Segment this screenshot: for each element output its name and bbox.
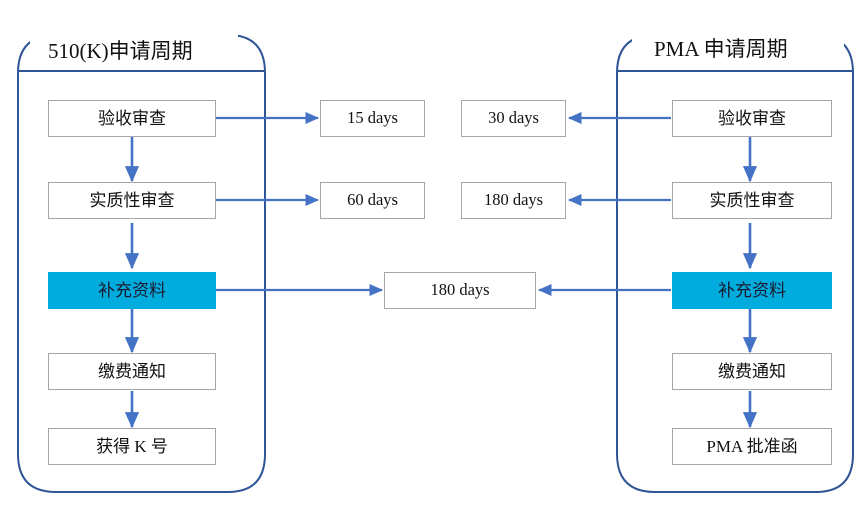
left-step-1[interactable]: 验收审查 bbox=[48, 100, 216, 137]
duration-right-30-days[interactable]: 30 days bbox=[461, 100, 566, 137]
duration-shared-180-days[interactable]: 180 days bbox=[384, 272, 536, 309]
duration-right-180-days[interactable]: 180 days bbox=[461, 182, 566, 219]
right-lane-title: PMA 申请周期 bbox=[632, 27, 844, 69]
right-step-3[interactable]: 补充资料 bbox=[672, 272, 832, 309]
duration-left-60-days[interactable]: 60 days bbox=[320, 182, 425, 219]
left-lane-title: 510(K)申请周期 bbox=[30, 30, 238, 70]
left-step-5[interactable]: 获得 K 号 bbox=[48, 428, 216, 465]
right-step-2[interactable]: 实质性审查 bbox=[672, 182, 832, 219]
duration-left-15-days[interactable]: 15 days bbox=[320, 100, 425, 137]
left-step-2[interactable]: 实质性审查 bbox=[48, 182, 216, 219]
right-step-4[interactable]: 缴费通知 bbox=[672, 353, 832, 390]
right-step-5[interactable]: PMA 批准函 bbox=[672, 428, 832, 465]
left-step-4[interactable]: 缴费通知 bbox=[48, 353, 216, 390]
right-step-1[interactable]: 验收审查 bbox=[672, 100, 832, 137]
left-step-3[interactable]: 补充资料 bbox=[48, 272, 216, 309]
